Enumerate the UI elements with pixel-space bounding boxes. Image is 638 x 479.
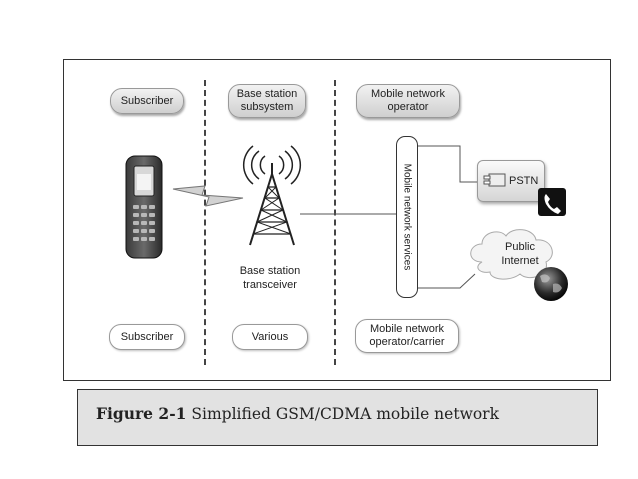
subscriber-header: Subscriber xyxy=(110,88,184,114)
mobile-network-services-box xyxy=(396,136,418,298)
figure-caption: Figure 2-1 Simplified GSM/CDMA mobile ne… xyxy=(96,404,499,423)
base-station-transceiver-label: Base station transceiver xyxy=(239,265,301,291)
telephone-icon xyxy=(538,188,566,216)
mobile-phone-icon xyxy=(125,155,163,259)
mobile-network-operator-label: Mobile network operator xyxy=(371,88,445,113)
various-footer-label: Various xyxy=(251,330,289,343)
divider-left xyxy=(204,80,206,365)
services-to-internet-line xyxy=(418,273,476,289)
caption-box xyxy=(77,389,598,446)
pstn-label: PSTN xyxy=(509,175,539,187)
divider-right xyxy=(334,80,336,365)
cloud-icon xyxy=(470,229,553,280)
operator-carrier-label: Mobile network operator/carrier xyxy=(369,323,445,348)
mobile-network-operator-header: Mobile network operator xyxy=(356,84,460,118)
services-to-pstn-line xyxy=(418,145,477,183)
module-icon xyxy=(483,173,506,187)
various-footer: Various xyxy=(232,324,308,350)
lightning-icon xyxy=(172,185,244,207)
subscriber-header-label: Subscriber xyxy=(120,94,174,107)
subscriber-footer-label: Subscriber xyxy=(120,330,174,343)
operator-carrier-footer: Mobile network operator/carrier xyxy=(355,319,459,353)
radio-tower-icon xyxy=(242,145,302,246)
base-station-subsystem-header: Base station subsystem xyxy=(228,84,306,118)
figure-caption-text: Simplified GSM/CDMA mobile network xyxy=(191,405,499,423)
globe-icon xyxy=(534,267,568,301)
base-station-subsystem-label: Base station subsystem xyxy=(236,88,298,113)
subscriber-footer: Subscriber xyxy=(109,324,185,350)
public-internet-label: Public Internet xyxy=(501,241,539,267)
figure-number: Figure 2-1 xyxy=(96,404,187,423)
